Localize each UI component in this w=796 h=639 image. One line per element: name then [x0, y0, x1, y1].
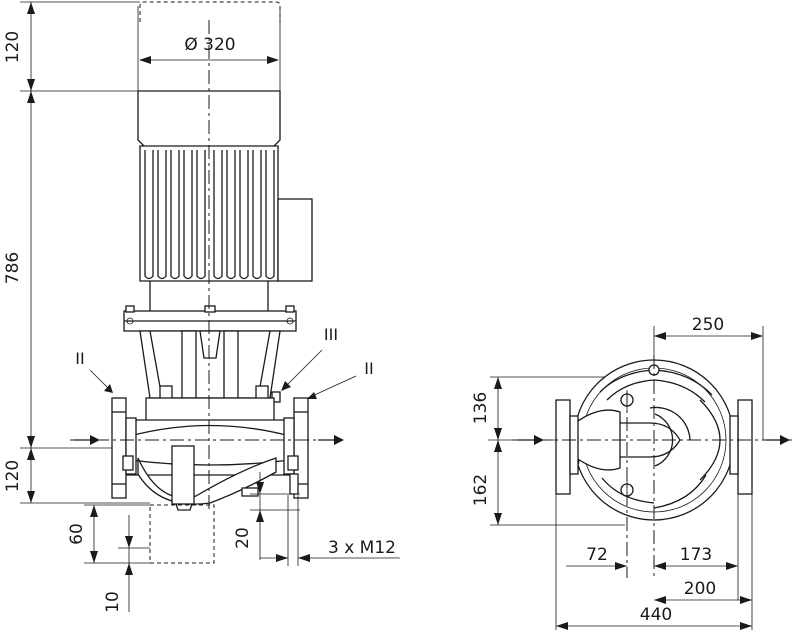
- motor-removal-clearance: [139, 1, 281, 22]
- dim-flange-half: 200: [684, 579, 716, 599]
- marker-inlet-flange: II: [75, 349, 84, 368]
- dim-top-clearance: 120: [3, 31, 23, 63]
- flow-arrow-in: [74, 435, 100, 445]
- top-flow-arrow-in: [518, 435, 544, 445]
- dim-right-hole: 173: [680, 545, 712, 565]
- dim-flange-to-base: 120: [3, 460, 23, 492]
- left-dimension-chain: 120 786 120: [3, 1, 150, 504]
- top-inlet-flange: [555, 399, 579, 495]
- dim-left-hole: 72: [586, 545, 608, 565]
- dim-foot-height: 20: [233, 527, 253, 549]
- motor-stool: [123, 305, 297, 403]
- top-view-height-dimensions: 136 162: [471, 376, 650, 526]
- vent-screw: [271, 391, 281, 403]
- dim-250-group: 250: [653, 315, 764, 440]
- marker-outlet-flange: II: [364, 359, 373, 378]
- marker-vent: III: [324, 325, 338, 344]
- dim-total-width: 440: [640, 605, 672, 625]
- flow-arrow-out: [318, 435, 344, 445]
- top-outlet-flange: [729, 399, 753, 495]
- base-dimensions: 60 10 20 3 x M12: [67, 472, 400, 613]
- pump-housing: [123, 397, 297, 511]
- outlet-flange: [283, 397, 309, 499]
- side-view: 120 786 120 Ø 320: [3, 1, 400, 613]
- dim-lower-half: 162: [471, 474, 491, 506]
- dim-base-clearance: 60: [67, 523, 87, 545]
- dim-motor-height: 786: [3, 252, 23, 284]
- dim-right-offset: 250: [692, 315, 724, 335]
- motor-diameter-label: Ø 320: [184, 35, 235, 55]
- inlet-flange: [111, 397, 137, 499]
- bolt-spec-label: 3 x M12: [328, 538, 396, 558]
- base-clearance-outline: [149, 504, 215, 564]
- terminal-box: [277, 198, 313, 282]
- top-view-bottom-dimensions: 72 173 200 440: [555, 440, 753, 630]
- dim-upper-half: 136: [471, 392, 491, 424]
- pump-foot: [171, 445, 195, 505]
- dim-base-offset: 10: [103, 591, 123, 613]
- motor-diameter-dimension: Ø 320: [137, 6, 281, 92]
- top-flow-arrow-out: [766, 435, 790, 445]
- motor: [137, 90, 313, 311]
- cooling-fins: [144, 150, 275, 280]
- top-view: 136 162 250: [471, 315, 792, 630]
